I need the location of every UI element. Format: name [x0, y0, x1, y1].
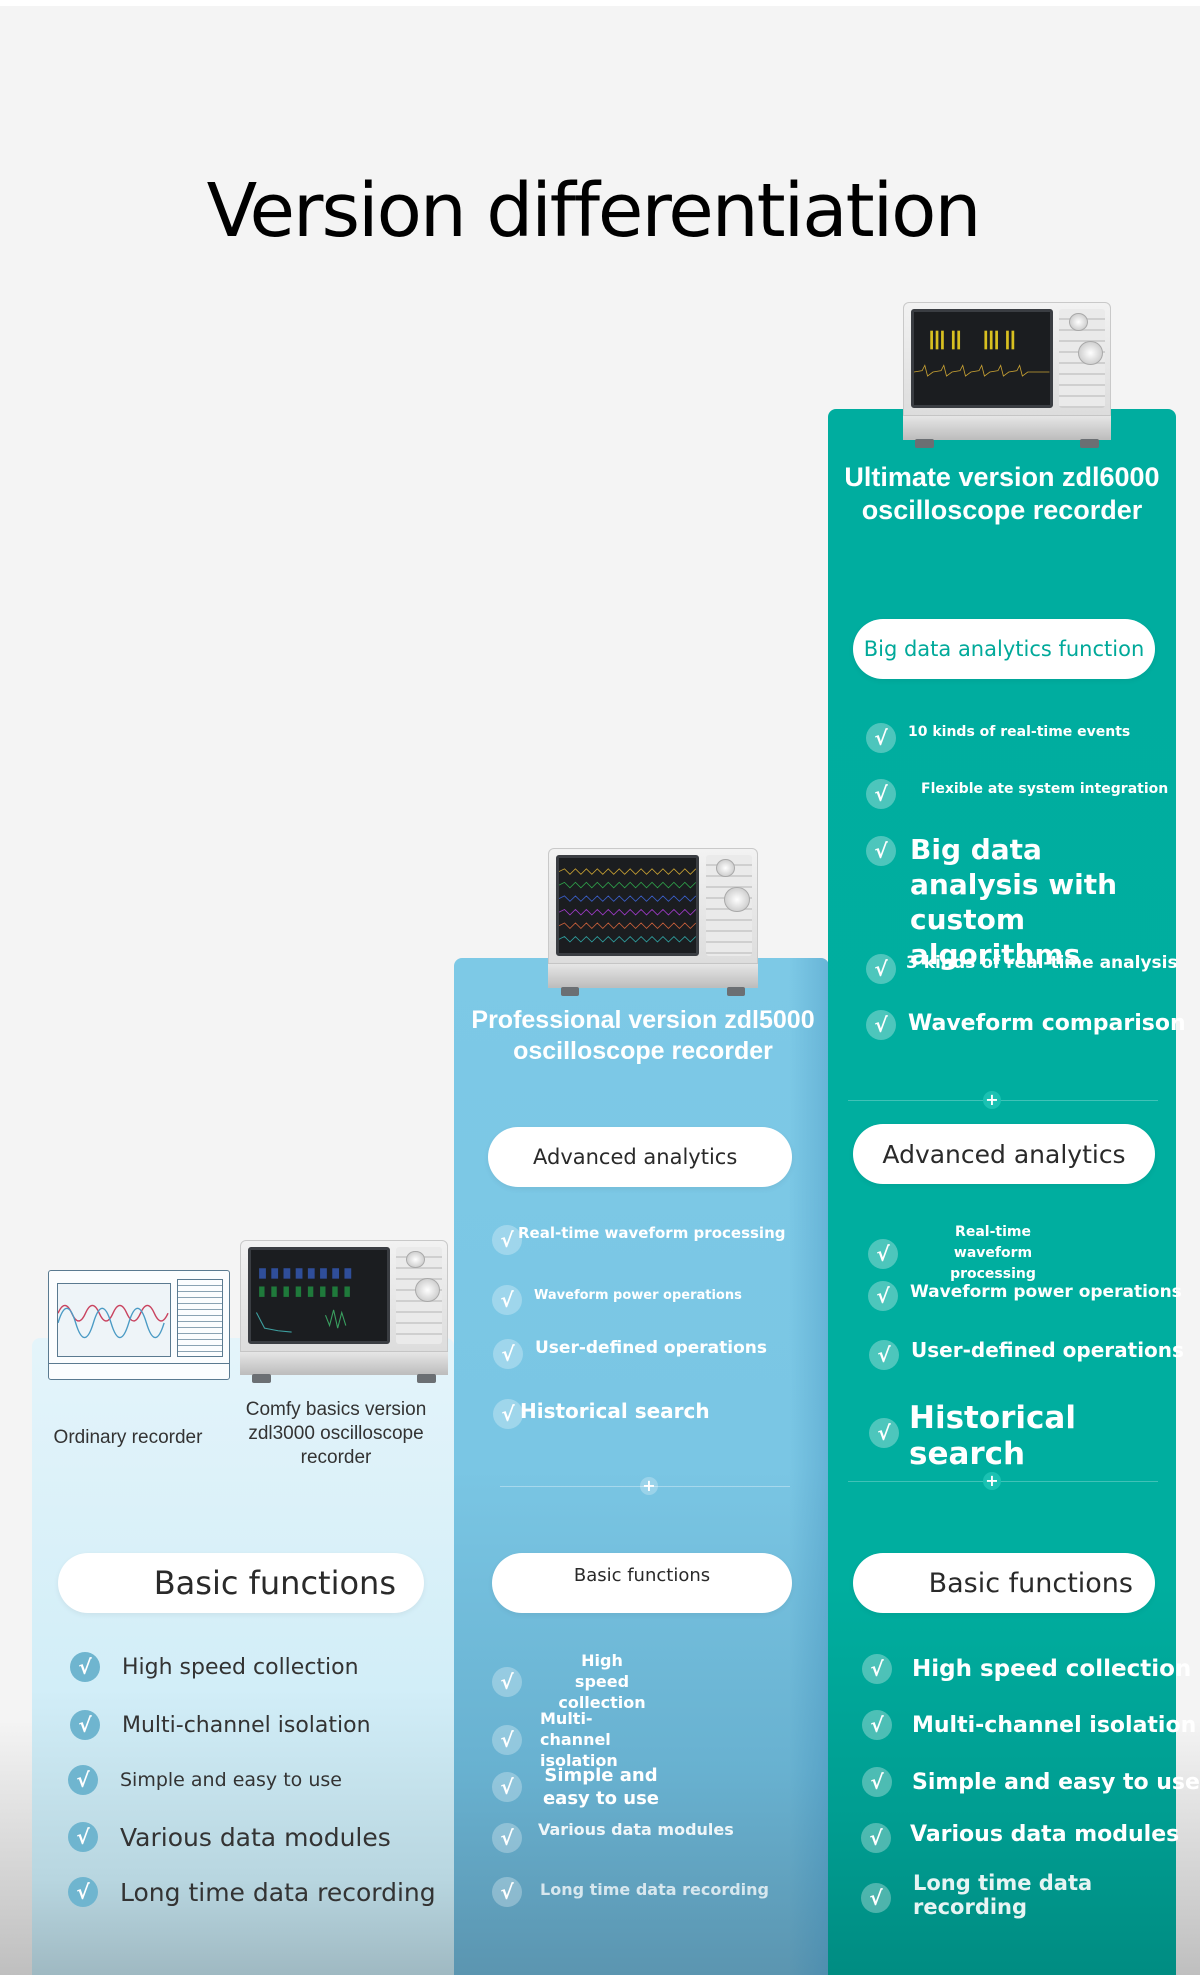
big-data-analytics-pill: Big data analytics function [853, 619, 1155, 679]
feature-item: √ Long time data recording [68, 1877, 436, 1907]
advanced-analytics-pill: Advanced analytics [853, 1124, 1155, 1184]
check-icon: √ [492, 1724, 522, 1755]
check-icon: √ [862, 1767, 892, 1797]
check-icon: √ [492, 1666, 522, 1697]
check-icon: √ [861, 1883, 891, 1913]
feature-item: √ 3 kinds of real-time analysis [866, 953, 1178, 984]
feature-item: √ Various data modules [861, 1822, 1179, 1853]
feature-item: √ High speed collection [70, 1652, 359, 1682]
product-name-ordinary: Ordinary recorder [53, 1427, 203, 1448]
basic-version-column [32, 1338, 454, 1975]
check-icon: √ [866, 954, 896, 984]
feature-item: √ Historical search [493, 1399, 710, 1429]
check-icon: √ [68, 1877, 98, 1907]
section-divider [500, 1486, 790, 1487]
ultimate-version-title: Ultimate version zdl6000 oscilloscope re… [844, 462, 1160, 525]
section-divider [848, 1481, 1158, 1482]
check-icon: √ [493, 1399, 523, 1429]
zdl5000-device-image [548, 848, 758, 996]
zdl6000-screen [911, 308, 1053, 409]
check-icon: √ [866, 779, 896, 809]
basic-functions-pill: Basic functions [853, 1553, 1155, 1613]
check-icon: √ [869, 1340, 899, 1370]
feature-item: √ Waveform power operations [868, 1281, 1182, 1311]
check-icon: √ [866, 723, 896, 753]
feature-item: √ Long time data recording [492, 1877, 769, 1907]
ordinary-recorder-illustration [48, 1270, 230, 1380]
top-strip [0, 0, 1200, 6]
product-name-zdl3000: Comfy basics version zdl3000 oscilloscop… [245, 1399, 427, 1468]
feature-item: √ High speed collection [492, 1650, 652, 1713]
check-icon: √ [68, 1765, 98, 1795]
check-icon: √ [492, 1225, 522, 1255]
feature-item: √ User-defined operations [493, 1338, 767, 1369]
feature-item: √ Simple and easy to use [68, 1765, 342, 1795]
feature-item: √ Real-time waveform processing [868, 1222, 1068, 1285]
sine-wave-icon [58, 1304, 169, 1339]
plus-icon: + [983, 1091, 1001, 1109]
check-icon: √ [70, 1652, 100, 1682]
feature-item: √ Flexible ate system integration [866, 779, 1168, 809]
feature-item: √ Historical search [869, 1394, 1200, 1472]
feature-item: √ Simple and easy to use [862, 1767, 1200, 1797]
feature-item: √ Multi-channel isolation [70, 1710, 371, 1740]
feature-item: √ Waveform power operations [492, 1285, 742, 1315]
plus-icon: + [983, 1472, 1001, 1490]
check-icon: √ [868, 1281, 898, 1311]
check-icon: √ [492, 1772, 522, 1802]
check-icon: √ [868, 1238, 898, 1269]
ordinary-recorder-panel [177, 1279, 223, 1357]
ordinary-recorder-base [49, 1363, 229, 1379]
plus-icon: + [640, 1477, 658, 1495]
ordinary-recorder-screen [57, 1283, 171, 1357]
feature-item: √ Various data modules [68, 1822, 391, 1852]
feature-item: √ 10 kinds of real-time events [866, 723, 1130, 753]
basic-functions-pill: Basic functions [58, 1553, 424, 1613]
feature-item: √ Long time data recording [861, 1871, 1200, 1919]
check-icon: √ [866, 1010, 896, 1040]
feature-item: √ Waveform comparison [866, 1010, 1186, 1040]
zdl6000-device-image [903, 302, 1111, 448]
check-icon: √ [866, 836, 896, 866]
feature-item: √ Simple and easy to use [492, 1764, 676, 1810]
feature-item: √ High speed collection [862, 1654, 1191, 1684]
feature-item: √ Real-time waveform processing [492, 1224, 785, 1255]
feature-item: √ Multi-channel isolation [492, 1708, 650, 1771]
zdl3000-screen [248, 1246, 390, 1344]
check-icon: √ [492, 1285, 522, 1315]
check-icon: √ [862, 1710, 892, 1740]
check-icon: √ [492, 1823, 522, 1853]
feature-item: √ Big data analysis with custom algorith… [866, 833, 1140, 972]
feature-item: √ User-defined operations [869, 1338, 1184, 1370]
feature-item: √ Various data modules [492, 1820, 734, 1853]
check-icon: √ [862, 1654, 892, 1684]
page-title: Version differentiation [206, 168, 982, 254]
basic-functions-pill: Basic functions [492, 1553, 792, 1613]
check-icon: √ [493, 1339, 523, 1369]
feature-item: √ Multi-channel isolation [862, 1710, 1196, 1740]
check-icon: √ [869, 1418, 899, 1448]
pro-version-title: Professional version zdl5000 oscilloscop… [471, 1006, 815, 1065]
check-icon: √ [492, 1877, 522, 1907]
zdl3000-device-image [240, 1240, 448, 1383]
check-icon: √ [68, 1822, 98, 1852]
check-icon: √ [70, 1710, 100, 1740]
check-icon: √ [861, 1823, 891, 1853]
section-divider [848, 1100, 1158, 1101]
advanced-analytics-pill: Advanced analytics [488, 1127, 792, 1187]
zdl5000-screen [556, 855, 700, 956]
